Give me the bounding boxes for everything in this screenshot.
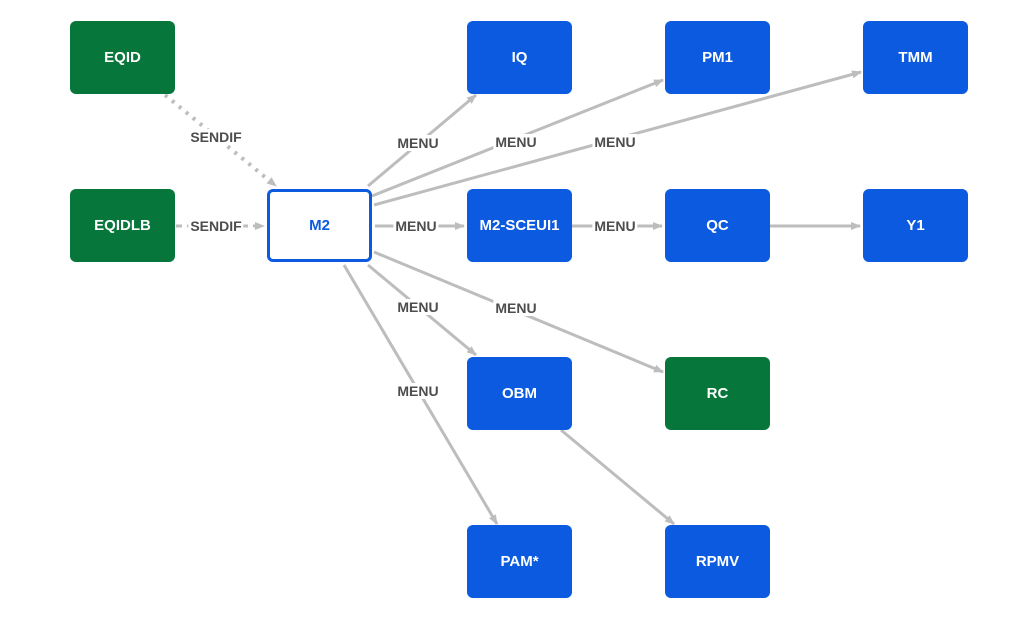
edge-label-m2-pam: MENU: [395, 383, 441, 399]
edge-label-m2-iq: MENU: [395, 135, 441, 151]
edge-label-m2-sceui1-qc: MENU: [592, 218, 638, 234]
node-y1[interactable]: Y1: [863, 189, 968, 262]
edge-label-m2-obm: MENU: [395, 299, 441, 315]
edge-obm-rpmv: [560, 428, 675, 526]
node-iq[interactable]: IQ: [467, 21, 572, 94]
node-tmm[interactable]: TMM: [863, 21, 968, 94]
node-m2-sceui1[interactable]: M2-SCEUI1: [467, 189, 572, 262]
node-m2[interactable]: M2: [267, 189, 372, 262]
node-eqid[interactable]: EQID: [70, 21, 175, 94]
edge-label-m2-pm1: MENU: [493, 134, 539, 150]
node-rc[interactable]: RC: [665, 357, 770, 430]
node-obm[interactable]: OBM: [467, 357, 572, 430]
node-rpmv[interactable]: RPMV: [665, 525, 770, 598]
edge-eqid-m2: [163, 93, 278, 188]
node-pam[interactable]: PAM*: [467, 525, 572, 598]
edge-label-m2-tmm: MENU: [592, 134, 638, 150]
edge-label-m2-rc: MENU: [493, 300, 539, 316]
node-eqidlb[interactable]: EQIDLB: [70, 189, 175, 262]
edge-label-eqid-m2: SENDIF: [188, 129, 244, 145]
edge-label-eqidlb-m2: SENDIF: [188, 218, 244, 234]
node-qc[interactable]: QC: [665, 189, 770, 262]
edge-label-m2-m2-sceui1: MENU: [393, 218, 439, 234]
node-pm1[interactable]: PM1: [665, 21, 770, 94]
